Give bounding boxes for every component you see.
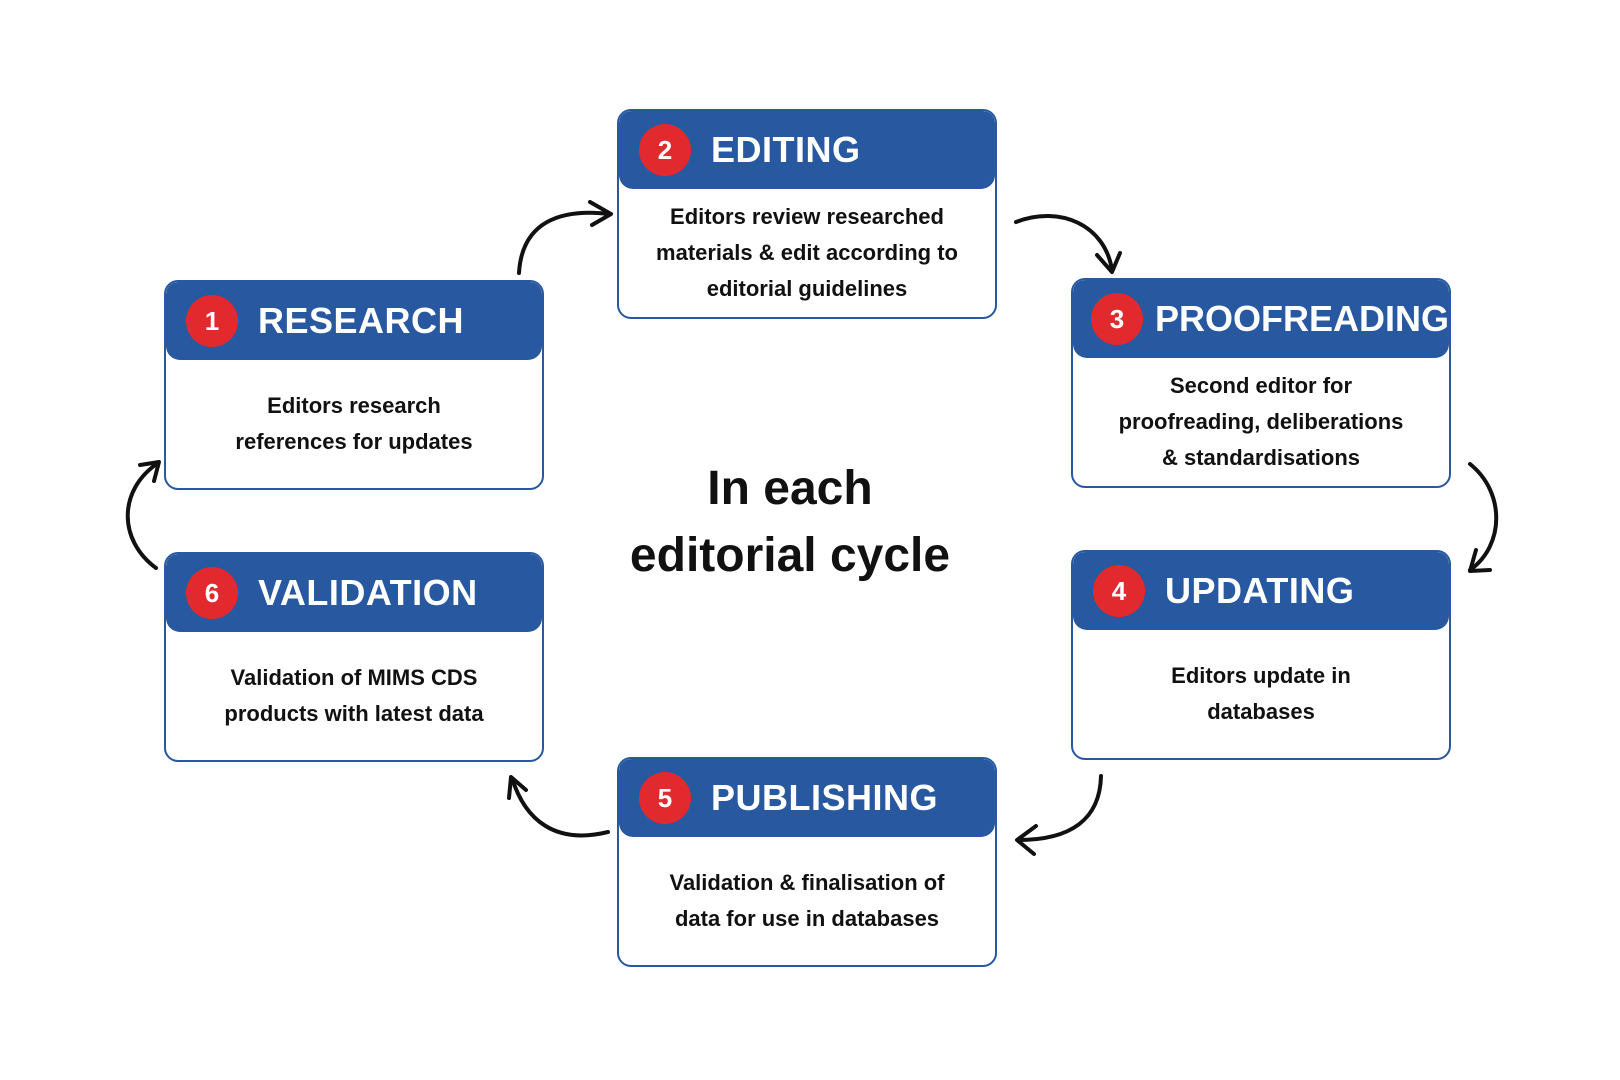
step-description: Validation & finalisation of data for us… — [619, 837, 995, 965]
step-number-badge: 4 — [1093, 565, 1145, 617]
step-header: 4 UPDATING — [1073, 552, 1449, 630]
description-line: databases — [1207, 699, 1315, 724]
center-title: In each editorial cycle — [580, 455, 1000, 589]
step-title: PUBLISHING — [711, 777, 939, 818]
step-number-badge: 2 — [639, 124, 691, 176]
step-card-editing: 2 EDITING Editors review researched mate… — [617, 109, 997, 319]
center-title-line-1: In each — [707, 462, 873, 515]
step-description: Second editor for proofreading, delibera… — [1073, 358, 1449, 486]
step-description: Validation of MIMS CDS products with lat… — [166, 632, 542, 760]
step-title: EDITING — [711, 129, 861, 170]
step-title: PROOFREADING — [1155, 298, 1450, 339]
step-card-proofreading: 3 PROOFREADING Second editor for proofre… — [1071, 278, 1451, 488]
step-card-publishing: 5 PUBLISHING Validation & finalisation o… — [617, 757, 997, 967]
description-line: products with latest data — [224, 701, 484, 726]
step-title: VALIDATION — [258, 572, 478, 613]
description-line: proofreading, deliberations — [1118, 409, 1404, 434]
step-card-research: 1 RESEARCH Editors research references f… — [164, 280, 544, 490]
description-line: editorial guidelines — [706, 276, 908, 301]
step-number-badge: 3 — [1091, 293, 1143, 345]
step-title: UPDATING — [1165, 570, 1355, 611]
step-description: Editors update in databases — [1073, 630, 1449, 758]
description-line: materials & edit according to — [656, 240, 958, 265]
step-header: 3 PROOFREADING — [1073, 280, 1449, 358]
arrow-validation-to-research — [125, 460, 161, 570]
arrow-research-to-editing — [517, 200, 613, 275]
step-description: Editors review researched materials & ed… — [619, 189, 995, 317]
step-header: 5 PUBLISHING — [619, 759, 995, 837]
step-number-badge: 5 — [639, 772, 691, 824]
description-line: data for use in databases — [674, 906, 940, 931]
step-number-badge: 6 — [186, 567, 238, 619]
description-line: Validation & finalisation of — [669, 870, 945, 895]
step-number-badge: 1 — [186, 295, 238, 347]
step-card-validation: 6 VALIDATION Validation of MIMS CDS prod… — [164, 552, 544, 762]
step-title: RESEARCH — [258, 300, 465, 341]
description-line: & standardisations — [1161, 445, 1361, 470]
step-header: 1 RESEARCH — [166, 282, 542, 360]
step-description: Editors research references for updates — [166, 360, 542, 488]
step-card-updating: 4 UPDATING Editors update in databases — [1071, 550, 1451, 760]
arrow-updating-to-publishing — [1015, 774, 1103, 856]
arrow-proofreading-to-updating — [1468, 462, 1499, 573]
description-line: Validation of MIMS CDS — [230, 665, 478, 690]
arrow-publishing-to-validation — [507, 775, 610, 838]
center-title-line-2: editorial cycle — [629, 529, 951, 582]
description-line: Editors update in — [1171, 663, 1351, 688]
description-line: Second editor for — [1169, 373, 1353, 398]
step-header: 6 VALIDATION — [166, 554, 542, 632]
step-header: 2 EDITING — [619, 111, 995, 189]
arrow-editing-to-proofreading — [1014, 214, 1122, 274]
description-line: references for updates — [235, 429, 473, 454]
description-line: Editors review researched — [670, 204, 944, 229]
description-line: Editors research — [267, 393, 441, 418]
